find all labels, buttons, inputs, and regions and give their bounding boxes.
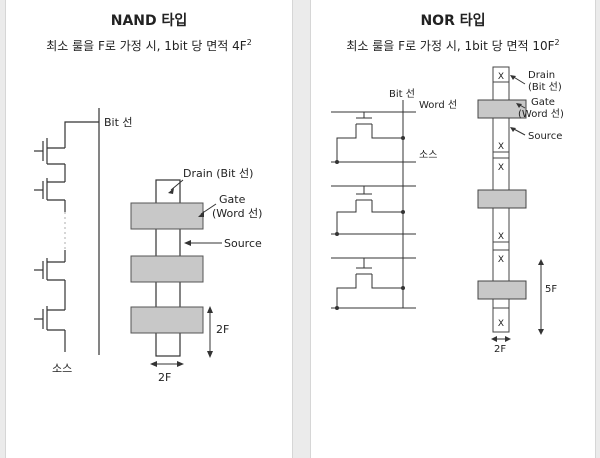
nor-gate-label-2: (Word 선) bbox=[518, 108, 564, 120]
nor-source-label: Source bbox=[528, 131, 562, 142]
nand-subtitle-text: 최소 룰을 F로 가정 시, 1bit 당 면적 4F bbox=[46, 39, 247, 53]
nor-source-line-label: 소스 bbox=[419, 149, 437, 161]
nor-dim-h-label: 2F bbox=[494, 344, 506, 355]
nor-contact-1: X bbox=[498, 72, 504, 82]
nand-gate-label-2: (Word 선) bbox=[212, 207, 262, 220]
nor-bit-line-label: Bit 선 bbox=[389, 88, 415, 100]
nor-gate-label-1: Gate bbox=[531, 97, 555, 108]
nand-drain-arrow bbox=[170, 179, 184, 191]
nor-contact-2: X bbox=[498, 142, 504, 152]
nor-subtitle: 최소 룰을 F로 가정 시, 1bit 당 면적 10F2 bbox=[311, 37, 595, 54]
nand-subtitle-exponent: 2 bbox=[246, 38, 252, 47]
nand-panel: NAND 타입 최소 룰을 F로 가정 시, 1bit 당 면적 4F2 bbox=[5, 0, 293, 458]
nand-subtitle: 최소 룰을 F로 가정 시, 1bit 당 면적 4F2 bbox=[6, 37, 292, 54]
nor-contact-5: X bbox=[498, 255, 504, 265]
nor-transistor-2 bbox=[336, 186, 403, 234]
nor-diagram: Bit 선 Word 선 소스 X X X X X X bbox=[331, 66, 564, 355]
nand-bit-connect bbox=[64, 121, 99, 138]
nor-transistor-1 bbox=[336, 112, 403, 162]
nor-transistor-3 bbox=[336, 258, 403, 308]
nor-contact-4: X bbox=[498, 232, 504, 242]
nor-panel: NOR 타입 최소 룰을 F로 가정 시, 1bit 당 면적 10F2 bbox=[310, 0, 596, 458]
nor-title: NOR 타입 bbox=[420, 13, 486, 29]
nor-drain-label-2: (Bit 선) bbox=[528, 81, 562, 93]
nand-gate-1 bbox=[130, 202, 204, 230]
nand-gate-3 bbox=[130, 306, 204, 334]
nand-dim-v-label: 2F bbox=[216, 323, 229, 336]
nand-gate-label-1: Gate bbox=[219, 193, 246, 206]
nor-contact-3: X bbox=[498, 163, 504, 173]
nand-diagram: Bit 선 소스 Drain (Bit 선) Gate (Word 선) Sou… bbox=[34, 108, 262, 384]
nor-word-line-label: Word 선 bbox=[419, 99, 457, 111]
nor-gate-3 bbox=[477, 280, 527, 300]
nor-subtitle-exponent: 2 bbox=[554, 38, 560, 47]
nor-subtitle-text: 최소 룰을 F로 가정 시, 1bit 당 면적 10F bbox=[346, 39, 555, 53]
nand-drain-label: Drain (Bit 선) bbox=[183, 167, 253, 180]
nand-gate-2 bbox=[130, 255, 204, 283]
nand-source-label: Source bbox=[224, 237, 262, 250]
nand-transistor-chain bbox=[34, 138, 66, 352]
nor-gate-1 bbox=[477, 99, 527, 119]
nor-contact-6: X bbox=[498, 319, 504, 329]
nand-title: NAND 타입 bbox=[110, 13, 188, 29]
nand-bit-line-label: Bit 선 bbox=[104, 116, 133, 129]
nand-source-line-label: 소스 bbox=[52, 362, 72, 375]
nor-gate-2 bbox=[477, 189, 527, 209]
nand-dim-h-label: 2F bbox=[158, 371, 171, 384]
nor-dim-v-label: 5F bbox=[545, 284, 557, 295]
nor-drain-label-1: Drain bbox=[528, 70, 555, 81]
